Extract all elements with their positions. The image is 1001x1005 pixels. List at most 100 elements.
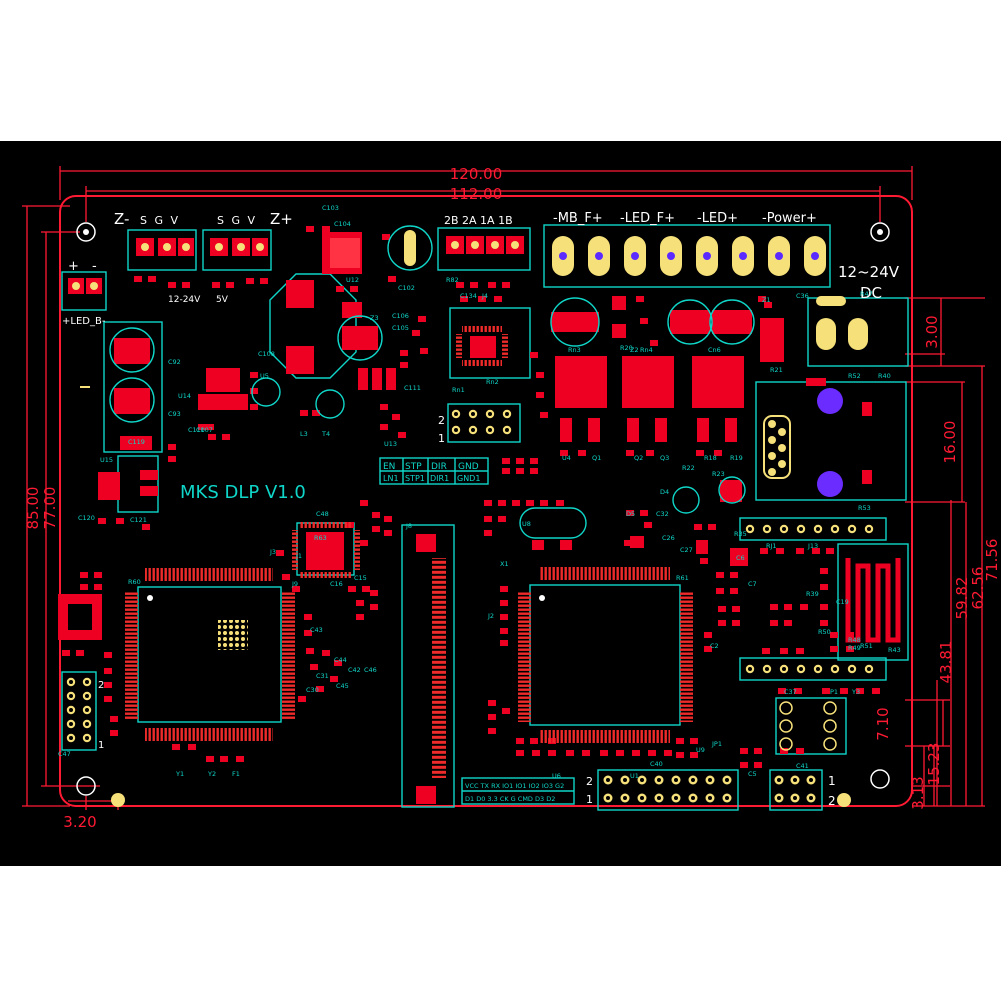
board-title: MKS DLP V1.0 bbox=[180, 482, 306, 503]
smd-pad bbox=[300, 410, 308, 416]
label-z-minus: Z- bbox=[114, 210, 129, 228]
ref-designator: C2 bbox=[710, 642, 719, 650]
header-pin bbox=[691, 796, 695, 800]
ref-designator: C111 bbox=[404, 384, 421, 392]
sig-r1-c1: EN bbox=[383, 462, 395, 472]
smd-pad bbox=[822, 688, 830, 694]
dim-7-10: 7.10 bbox=[874, 707, 892, 740]
label-dc-voltage: 12~24V bbox=[838, 263, 900, 281]
smd-pad bbox=[306, 648, 314, 654]
ref-designator: L3 bbox=[300, 430, 308, 438]
header-pin bbox=[454, 412, 458, 416]
smd-pad bbox=[488, 714, 496, 720]
smd-pad bbox=[754, 762, 762, 768]
smd-pad bbox=[382, 234, 390, 240]
dim-15-23: 15.23 bbox=[925, 743, 943, 786]
smd-pad bbox=[796, 548, 804, 554]
ref-designator: Y1 bbox=[175, 770, 184, 778]
ref-designator: C37 bbox=[784, 688, 797, 696]
header-pin bbox=[657, 796, 661, 800]
smd-pad bbox=[330, 676, 338, 682]
smd-pad bbox=[484, 516, 492, 522]
smd-pad bbox=[498, 516, 506, 522]
smd-pad bbox=[220, 756, 228, 762]
smd-pad bbox=[348, 586, 356, 592]
label-5v: 5V bbox=[216, 295, 229, 305]
header-pin bbox=[623, 778, 627, 782]
ref-designator: C105 bbox=[392, 324, 409, 332]
header-pin bbox=[674, 796, 678, 800]
ref-designator: C15 bbox=[354, 574, 367, 582]
smd-pad bbox=[104, 696, 112, 702]
label-z-plus: Z+ bbox=[270, 210, 293, 228]
header-pin bbox=[793, 778, 797, 782]
ref-designator: R51 bbox=[860, 642, 873, 650]
ref-designator: C19 bbox=[836, 598, 849, 606]
ref-designator: Rn2 bbox=[486, 378, 499, 386]
smd-pad bbox=[484, 530, 492, 536]
chip-u6 bbox=[125, 568, 295, 741]
header-pin bbox=[850, 667, 854, 671]
label-led-b-minus: - bbox=[92, 259, 97, 274]
smd-pad bbox=[206, 424, 214, 430]
smd-pad bbox=[392, 414, 400, 420]
label-led-b-plus: + bbox=[68, 259, 79, 274]
smd-pad bbox=[536, 372, 544, 378]
ref-designator: C42 bbox=[348, 666, 361, 674]
header-pin bbox=[725, 778, 729, 782]
smd-pad bbox=[312, 410, 320, 416]
smd-pad bbox=[356, 614, 364, 620]
smd-pad bbox=[142, 524, 150, 530]
header-pin bbox=[488, 428, 492, 432]
smd-pad bbox=[796, 648, 804, 654]
chip-u4 bbox=[456, 326, 508, 366]
ref-designator: T4 bbox=[321, 430, 330, 438]
header-pin bbox=[85, 708, 89, 712]
smd-pad bbox=[664, 750, 672, 756]
header-pin bbox=[748, 527, 752, 531]
bottom-header-row1: VCC TX RX IO1 IO1 IO2 IO3 G2 bbox=[465, 782, 564, 790]
ref-designator: R63 bbox=[314, 534, 327, 542]
sig-r2-c3: DIR1 bbox=[430, 474, 449, 483]
ref-designator: R47 bbox=[860, 290, 873, 298]
ref-designator: Z3 bbox=[370, 314, 379, 322]
ref-designator: Y3 bbox=[851, 688, 860, 696]
ref-designator: D4 bbox=[660, 488, 669, 496]
smd-pad bbox=[498, 500, 506, 506]
smd-pad bbox=[512, 500, 520, 506]
header-pin bbox=[488, 412, 492, 416]
smd-pad bbox=[456, 282, 464, 288]
label-12-24v: 12-24V bbox=[168, 295, 201, 305]
ref-designator: C92 bbox=[168, 358, 181, 366]
header-pin bbox=[505, 428, 509, 432]
smd-pad bbox=[764, 302, 772, 308]
ref-designator: C93 bbox=[168, 410, 181, 418]
ref-designator: J2 bbox=[487, 612, 494, 620]
smd-pad bbox=[696, 450, 704, 456]
dim-112: 112.00 bbox=[450, 185, 503, 203]
header-pin bbox=[793, 796, 797, 800]
smd-pad bbox=[500, 586, 508, 592]
ref-designator: R52 bbox=[848, 372, 861, 380]
mounting-holes bbox=[76, 222, 890, 807]
smd-pad bbox=[76, 650, 84, 656]
smd-pad bbox=[646, 450, 654, 456]
smd-pad bbox=[104, 668, 112, 674]
smd-pad bbox=[292, 586, 300, 592]
ref-designator: C102 bbox=[398, 284, 415, 292]
smd-pad bbox=[250, 388, 258, 394]
header-pin bbox=[809, 778, 813, 782]
dim-43-81: 43.81 bbox=[937, 641, 955, 684]
smd-pad bbox=[800, 604, 808, 610]
ref-designator: P1 bbox=[830, 688, 838, 696]
smd-pad bbox=[388, 276, 396, 282]
bottom-header-row2: D1 D0 3.3 CK G CMD D3 D2 bbox=[465, 795, 555, 803]
ref-designator: C30 bbox=[306, 686, 319, 694]
header-pin bbox=[85, 722, 89, 726]
smd-pad bbox=[502, 468, 510, 474]
ref-designator: Rn1 bbox=[452, 386, 465, 394]
ref-designator: R49 bbox=[848, 644, 861, 652]
smd-pad bbox=[826, 548, 834, 554]
smd-pad bbox=[840, 688, 848, 694]
ref-designator: R50 bbox=[818, 628, 831, 636]
